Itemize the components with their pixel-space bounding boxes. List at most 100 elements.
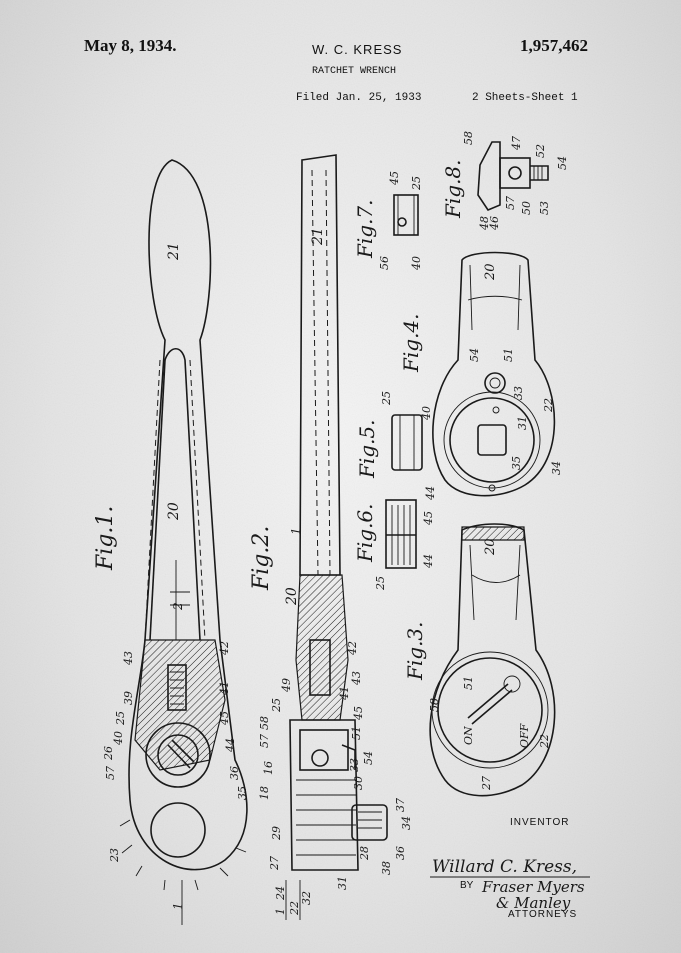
- svg-text:54: 54: [556, 156, 569, 170]
- svg-text:33: 33: [348, 758, 361, 772]
- svg-text:36: 36: [228, 766, 241, 780]
- svg-text:40: 40: [112, 731, 125, 746]
- svg-text:49: 49: [280, 678, 293, 693]
- svg-text:51: 51: [502, 348, 515, 362]
- svg-text:44: 44: [424, 486, 437, 501]
- figure-4-drawing: 20 54 51 33 31 35 22 34: [432, 251, 563, 497]
- figure-3-drawing: 20 51 58 ON OFF 22 27: [428, 523, 556, 797]
- svg-text:45: 45: [388, 171, 401, 186]
- fig-8-label: Fig.8.: [441, 159, 465, 219]
- svg-text:42: 42: [346, 641, 359, 656]
- svg-text:46: 46: [488, 216, 501, 231]
- svg-text:43: 43: [122, 651, 135, 666]
- svg-text:57: 57: [504, 196, 517, 210]
- svg-text:40: 40: [410, 256, 423, 271]
- svg-text:40: 40: [420, 406, 433, 421]
- svg-text:57: 57: [104, 766, 117, 780]
- svg-text:28: 28: [358, 846, 371, 861]
- sheet-number: 2 Sheets-Sheet 1: [472, 92, 578, 104]
- svg-text:36: 36: [394, 846, 407, 860]
- attorneys-label: ATTORNEYS: [508, 909, 578, 920]
- svg-text:22: 22: [542, 398, 555, 413]
- fig-2-label: Fig.2.: [249, 526, 274, 591]
- svg-text:34: 34: [550, 461, 563, 475]
- svg-text:54: 54: [468, 348, 481, 362]
- svg-text:41: 41: [218, 681, 231, 696]
- figure-5-drawing: 25 40: [380, 391, 433, 471]
- inventor-label: INVENTOR: [510, 817, 570, 828]
- svg-text:52: 52: [534, 144, 547, 158]
- svg-text:22: 22: [288, 901, 301, 916]
- svg-text:24: 24: [274, 886, 287, 901]
- fig-1-label: Fig.1.: [93, 506, 118, 571]
- svg-text:25: 25: [270, 698, 283, 713]
- svg-text:42: 42: [218, 641, 231, 656]
- svg-text:30: 30: [352, 776, 365, 790]
- svg-text:OFF: OFF: [518, 723, 531, 748]
- fig-7-label: Fig.7.: [353, 199, 377, 259]
- svg-text:47: 47: [510, 136, 523, 151]
- svg-text:21: 21: [166, 242, 182, 261]
- svg-text:1: 1: [274, 908, 287, 915]
- svg-text:27: 27: [480, 776, 493, 791]
- fig-4-label: Fig.4.: [399, 313, 423, 373]
- inventor-name: W. C. KRESS: [312, 42, 403, 57]
- svg-text:56: 56: [378, 256, 391, 270]
- svg-text:33: 33: [512, 386, 525, 400]
- svg-text:34: 34: [400, 816, 413, 830]
- svg-text:37: 37: [394, 798, 407, 812]
- fig-3-label: Fig.3.: [403, 621, 427, 681]
- svg-text:44: 44: [422, 554, 435, 569]
- svg-text:20: 20: [483, 538, 498, 556]
- svg-text:2: 2: [171, 602, 185, 611]
- svg-text:51: 51: [350, 726, 363, 740]
- svg-text:45: 45: [422, 511, 435, 526]
- patent-title: RATCHET WRENCH: [312, 66, 397, 77]
- figure-8-drawing: 58 47 52 54 53 50 57 46 48: [462, 131, 569, 231]
- svg-text:22: 22: [538, 734, 551, 749]
- svg-text:29: 29: [270, 826, 283, 841]
- svg-text:57: 57: [258, 734, 271, 748]
- svg-text:50: 50: [520, 201, 533, 215]
- patent-number: 1,957,462: [520, 36, 588, 55]
- figure-2-drawing: 21 20 1 42 43 41 45 49 25 58 57 16 18 29…: [258, 154, 413, 920]
- svg-text:23: 23: [108, 848, 121, 863]
- figure-1-drawing: 21 20 2 43 42 39 25 40 26 57 41 45 44 36…: [102, 159, 249, 925]
- svg-text:27: 27: [268, 856, 281, 871]
- fig-5-label: Fig.5.: [355, 419, 379, 479]
- by-label: BY: [460, 880, 474, 891]
- svg-text:51: 51: [462, 676, 475, 690]
- svg-text:20: 20: [284, 587, 300, 606]
- svg-text:20: 20: [483, 263, 498, 281]
- svg-text:25: 25: [374, 576, 387, 591]
- svg-text:35: 35: [510, 456, 523, 470]
- svg-text:53: 53: [538, 201, 551, 215]
- inventor-signature: Willard C. Kress,: [432, 857, 577, 877]
- svg-text:58: 58: [428, 698, 441, 712]
- svg-text:25: 25: [114, 711, 127, 726]
- svg-text:32: 32: [300, 891, 313, 905]
- figure-7-drawing: 45 25 56 40: [378, 171, 423, 271]
- svg-text:16: 16: [262, 761, 275, 775]
- svg-text:31: 31: [336, 876, 349, 890]
- fig-6-label: Fig.6.: [353, 503, 377, 563]
- svg-text:58: 58: [258, 716, 271, 730]
- svg-text:54: 54: [362, 751, 375, 765]
- svg-text:25: 25: [380, 391, 393, 406]
- svg-text:44: 44: [224, 738, 237, 753]
- svg-text:20: 20: [166, 502, 182, 521]
- svg-text:18: 18: [258, 786, 271, 800]
- filed-date: Filed Jan. 25, 1933: [296, 92, 422, 104]
- attorney-signature-1: Fraser Myers: [481, 878, 585, 896]
- svg-text:43: 43: [350, 671, 363, 686]
- svg-text:21: 21: [310, 227, 326, 246]
- svg-text:41: 41: [338, 686, 351, 701]
- svg-text:26: 26: [102, 746, 115, 761]
- svg-text:1: 1: [171, 902, 185, 910]
- svg-text:38: 38: [380, 861, 393, 875]
- svg-text:45: 45: [218, 711, 231, 726]
- svg-text:1: 1: [289, 527, 303, 535]
- svg-text:25: 25: [410, 176, 423, 191]
- svg-text:35: 35: [236, 786, 249, 800]
